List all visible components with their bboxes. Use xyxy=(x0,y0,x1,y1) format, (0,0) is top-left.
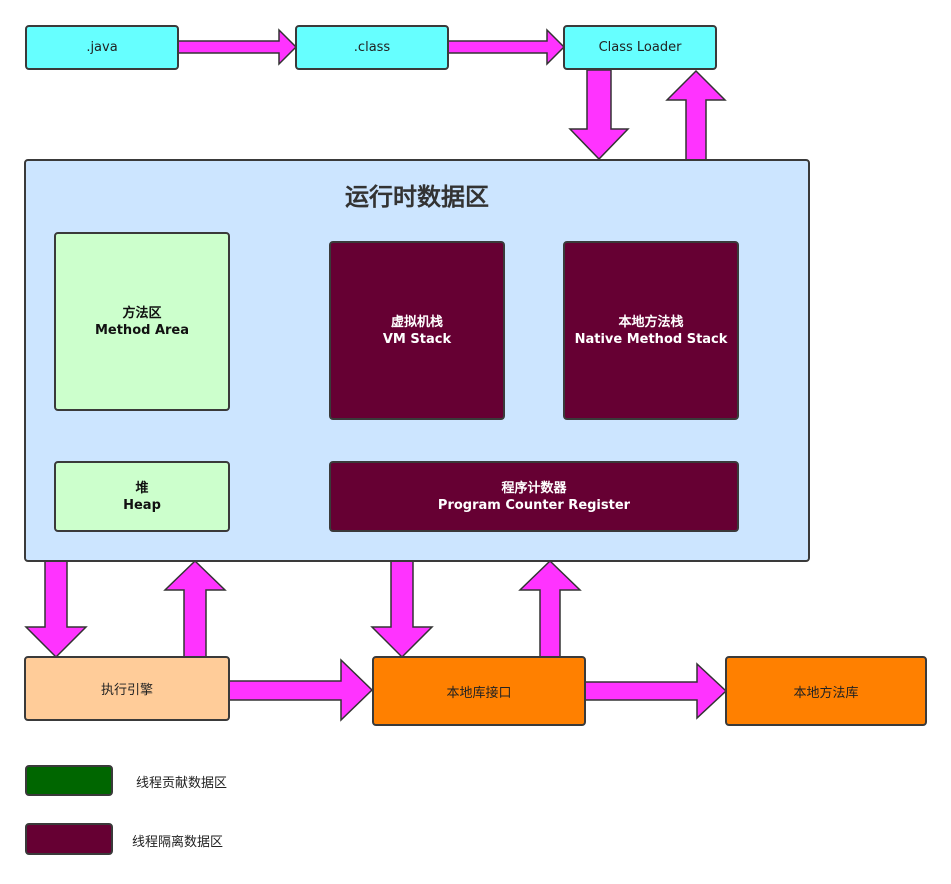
arrow-runtime-to-classloader xyxy=(665,69,727,161)
legend-label-isolated: 线程隔离数据区 xyxy=(132,835,224,850)
arrow-interface-to-library xyxy=(584,662,728,720)
native-library-label: 本地方法库 xyxy=(793,685,859,701)
heap-cn: 堆 xyxy=(135,480,149,496)
class-file-label: .class xyxy=(353,40,391,55)
native-method-stack-box: 本地方法栈 Native Method Stack xyxy=(563,241,739,420)
java-source-box: .java xyxy=(25,25,179,70)
class-file-box: .class xyxy=(295,25,449,70)
vm-stack-en: VM Stack xyxy=(382,331,452,347)
execution-engine-label: 执行引擎 xyxy=(100,683,153,698)
legend-label-shared: 线程贡献数据区 xyxy=(136,776,228,791)
class-loader-box: Class Loader xyxy=(563,25,717,70)
program-counter-en: Program Counter Register xyxy=(437,497,631,513)
runtime-data-area-title: 运行时数据区 xyxy=(345,183,489,211)
native-interface-box: 本地库接口 xyxy=(372,656,586,726)
heap-en: Heap xyxy=(123,497,161,513)
arrow-java-to-class xyxy=(177,28,298,66)
class-loader-label: Class Loader xyxy=(598,40,682,55)
arrow-engine-to-interface xyxy=(228,658,374,722)
arrow-runtime-to-interface xyxy=(370,560,434,659)
native-method-stack-en: Native Method Stack xyxy=(574,331,728,347)
execution-engine-box: 执行引擎 xyxy=(24,656,230,721)
legend-swatch-isolated xyxy=(25,823,113,855)
java-source-label: .java xyxy=(86,40,118,55)
native-method-stack-cn: 本地方法栈 xyxy=(618,314,684,330)
arrow-engine-to-runtime xyxy=(163,559,227,658)
legend-swatch-shared xyxy=(25,765,113,796)
arrow-runtime-to-engine xyxy=(24,560,88,659)
arrow-class-to-classloader xyxy=(447,28,566,66)
native-interface-label: 本地库接口 xyxy=(446,685,512,701)
method-area-en: Method Area xyxy=(94,322,190,338)
arrow-classloader-to-runtime xyxy=(568,69,630,161)
native-library-box: 本地方法库 xyxy=(725,656,927,726)
program-counter-cn: 程序计数器 xyxy=(501,480,567,496)
program-counter-box: 程序计数器 Program Counter Register xyxy=(329,461,739,532)
arrow-interface-to-runtime xyxy=(518,559,582,658)
vm-stack-cn: 虚拟机栈 xyxy=(390,314,443,330)
vm-stack-box: 虚拟机栈 VM Stack xyxy=(329,241,505,420)
method-area-cn: 方法区 xyxy=(122,305,162,321)
method-area-box: 方法区 Method Area xyxy=(54,232,230,411)
heap-box: 堆 Heap xyxy=(54,461,230,532)
